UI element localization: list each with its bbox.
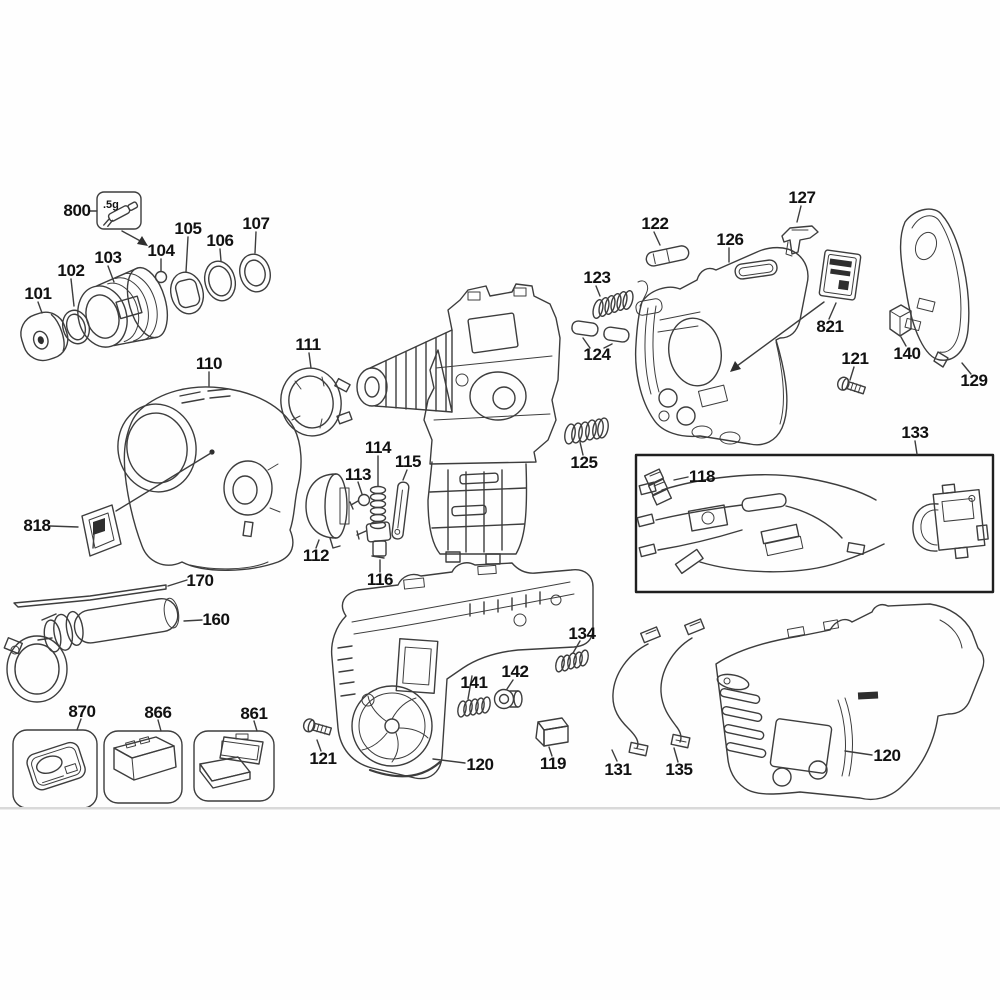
- part-label-133: 133: [901, 423, 929, 442]
- part-label-127: 127: [788, 188, 816, 207]
- grease-quantity-text: .5g: [103, 199, 119, 211]
- part-label-105: 105: [174, 219, 202, 238]
- part-label-124: 124: [583, 345, 611, 364]
- wiring-harness-drawing: [636, 474, 885, 575]
- switch-assembly-box: [634, 453, 995, 594]
- part-121-left-drawing: [302, 718, 333, 736]
- part-170-drawing: [13, 584, 167, 608]
- part-870-drawing: [12, 729, 98, 809]
- part-label-131: 131: [604, 760, 632, 779]
- part-135-drawing: [660, 618, 705, 749]
- part-label-141: 141: [460, 673, 488, 692]
- part-818-drawing: [81, 452, 212, 557]
- grease-tube-box: .5g: [96, 191, 148, 246]
- part-105-drawing: [169, 271, 205, 315]
- part-134-drawing: [555, 649, 589, 673]
- part-label-121-right: 121: [841, 349, 869, 368]
- part-label-861: 861: [240, 704, 268, 723]
- part-label-115: 115: [394, 452, 422, 471]
- part-113-drawing: [349, 493, 371, 510]
- part-label-126: 126: [716, 230, 744, 249]
- part-label-125: 125: [570, 453, 598, 472]
- part-label-107: 107: [242, 214, 270, 233]
- part-label-112: 112: [302, 546, 330, 565]
- part-label-134: 134: [568, 624, 596, 643]
- part-120-left-drawing: [330, 562, 594, 780]
- part-118-drawing: [643, 468, 673, 506]
- part-122-drawing: [645, 245, 690, 267]
- part-127-drawing: [781, 225, 819, 257]
- part-131-drawing: [612, 626, 661, 757]
- motor-gearbox-assembly: [356, 283, 561, 565]
- part-141-drawing: [457, 696, 491, 718]
- footer-divider: [0, 807, 1000, 810]
- part-label-170: 170: [186, 571, 214, 590]
- part-124-drawing: [571, 320, 630, 343]
- arrowhead: [137, 236, 148, 246]
- part-107-drawing: [239, 253, 271, 293]
- part-125-drawing: [564, 417, 609, 445]
- part-label-116: 116: [366, 570, 394, 589]
- part-101-drawing: [20, 311, 69, 362]
- part-112-drawing: [305, 473, 350, 549]
- part-label-104: 104: [147, 241, 175, 260]
- part-126-drawing: [634, 246, 809, 446]
- part-103-drawing: [77, 266, 169, 348]
- part-label-140: 140: [893, 344, 921, 363]
- part-label-101: 101: [24, 284, 52, 303]
- part-label-119: 119: [539, 754, 567, 773]
- part-116-drawing: [356, 521, 392, 559]
- part-label-129: 129: [960, 371, 988, 390]
- part-111-drawing: [280, 367, 353, 437]
- part-160-drawing: [3, 597, 180, 703]
- part-123-drawing: [592, 290, 634, 319]
- part-104-drawing: [154, 270, 168, 284]
- trigger-switch-drawing: [912, 483, 989, 560]
- part-label-102: 102: [57, 261, 85, 280]
- leader-lines: [37, 205, 972, 764]
- part-label-120-right: 120: [873, 746, 901, 765]
- part-label-142: 142: [501, 662, 529, 681]
- part-label-135: 135: [665, 760, 693, 779]
- part-label-870: 870: [68, 702, 96, 721]
- part-label-106: 106: [206, 231, 234, 250]
- part-label-800: 800: [63, 201, 91, 220]
- part-label-103: 103: [94, 248, 122, 267]
- part-821-drawing: [730, 249, 862, 372]
- part-120-right-drawing: [715, 603, 985, 801]
- part-140-drawing: [889, 304, 912, 337]
- part-label-111: 111: [295, 335, 321, 354]
- part-115-drawing: [391, 481, 410, 540]
- part-label-818: 818: [23, 516, 51, 535]
- part-label-123: 123: [583, 268, 611, 287]
- part-label-120-left: 120: [466, 755, 494, 774]
- part-label-121-left: 121: [309, 749, 337, 768]
- part-label-113: 113: [344, 465, 372, 484]
- part-119-drawing: [535, 717, 569, 747]
- part-label-114: 114: [364, 438, 392, 457]
- part-121-right-drawing: [837, 376, 867, 395]
- part-866-drawing: [103, 730, 183, 804]
- part-129-drawing: [899, 208, 970, 368]
- part-label-122: 122: [641, 214, 669, 233]
- arrowhead: [730, 361, 741, 372]
- part-label-821: 821: [816, 317, 844, 336]
- part-106-drawing: [203, 260, 237, 302]
- part-110-drawing: [117, 386, 302, 571]
- part-label-866: 866: [144, 703, 172, 722]
- part-label-160: 160: [202, 610, 230, 629]
- part-142-drawing: [493, 688, 523, 710]
- part-label-118: 118: [688, 467, 716, 486]
- part-label-110: 110: [195, 354, 223, 373]
- part-861-drawing: [193, 730, 275, 802]
